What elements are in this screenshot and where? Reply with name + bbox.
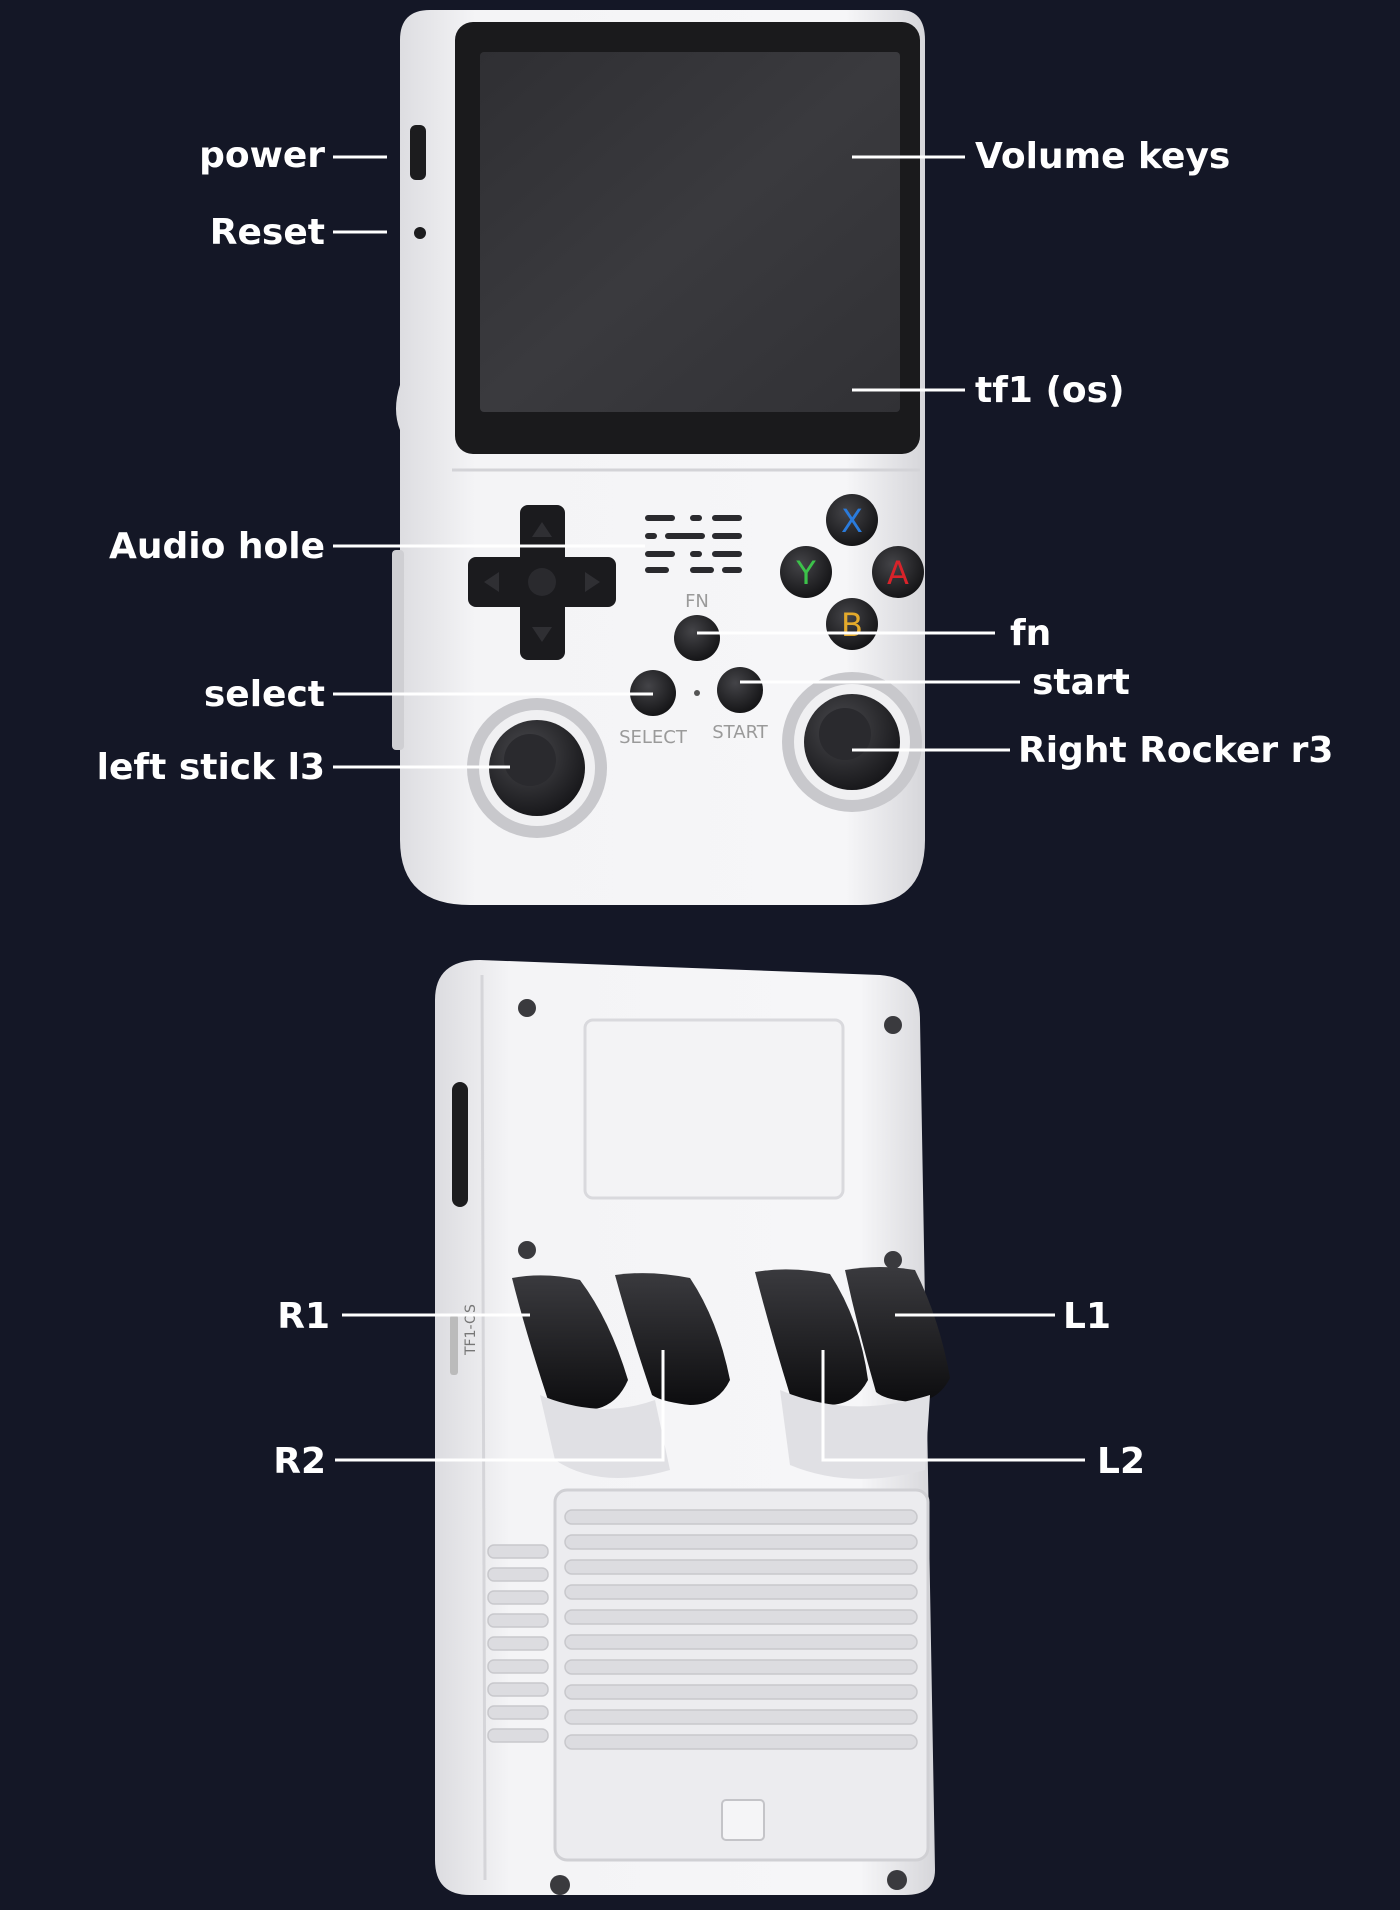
rear-vent [564,1509,918,1750]
callout-l1: L1 [1063,1296,1111,1337]
center-dot [694,690,700,696]
face-button-x[interactable]: X [826,494,878,546]
trigger-r2[interactable] [615,1273,730,1405]
back-panel-edge [480,974,487,1881]
face-button-b[interactable]: B [826,598,878,650]
power-key [410,125,426,180]
face-button-a-label: A [887,554,909,592]
fn-button[interactable] [674,615,720,661]
callout-r2: R2 [273,1441,326,1482]
tf-slot [450,1315,458,1375]
callout-power: power [199,135,325,176]
callout-start: start [1032,662,1130,703]
right-stick[interactable] [782,672,922,812]
device-back: TF1-OS [435,960,950,1895]
face-button-b-label: B [841,606,863,644]
side-ridges [487,1544,549,1743]
callout-right-rocker: Right Rocker r3 [1018,730,1333,771]
callout-audio-hole: Audio hole [109,526,325,567]
dpad[interactable] [468,505,616,660]
trigger-base [780,1390,930,1479]
screw-hole [884,1016,902,1034]
face-button-y-label: Y [795,554,816,592]
tf-slot-text: TF1-OS [463,1304,479,1356]
left-stick[interactable] [467,698,607,838]
callout-fn: fn [1010,613,1051,654]
face-button-x-label: X [841,502,863,540]
callout-r1: R1 [277,1296,330,1337]
callout-reset: Reset [210,212,325,253]
reset-hole [414,227,426,239]
battery-latch [721,1799,765,1841]
callout-volume-keys: Volume keys [975,136,1230,177]
device-front: X Y A B FN SELECT START [392,10,925,905]
callouts: power Reset Volume keys tf1 (os) Audio h… [97,135,1334,1482]
face-button-y[interactable]: Y [780,546,832,598]
speaker-grille [645,515,742,573]
callout-left-stick: left stick l3 [97,747,325,788]
callout-select: select [204,674,325,715]
screw-hole [887,1870,907,1890]
screw-hole [550,1875,570,1895]
side-grip [392,550,404,750]
screw-hole [518,999,536,1017]
select-text: SELECT [619,727,688,748]
side-volume-key [452,1082,468,1207]
trigger-l1[interactable] [845,1267,950,1402]
start-text: START [712,722,769,743]
back-label-area [583,1018,845,1200]
callout-tf1-os: tf1 (os) [975,370,1125,411]
screw-hole [518,1241,536,1259]
trigger-l2[interactable] [755,1269,868,1405]
trigger-base [540,1395,670,1478]
start-button[interactable] [717,667,763,713]
screen [480,52,900,412]
callout-l2: L2 [1097,1441,1145,1482]
fn-text: FN [685,591,709,612]
screw-hole [884,1251,902,1269]
battery-cover [553,1488,930,1862]
face-button-a[interactable]: A [872,546,924,598]
trigger-r1[interactable] [512,1275,628,1410]
